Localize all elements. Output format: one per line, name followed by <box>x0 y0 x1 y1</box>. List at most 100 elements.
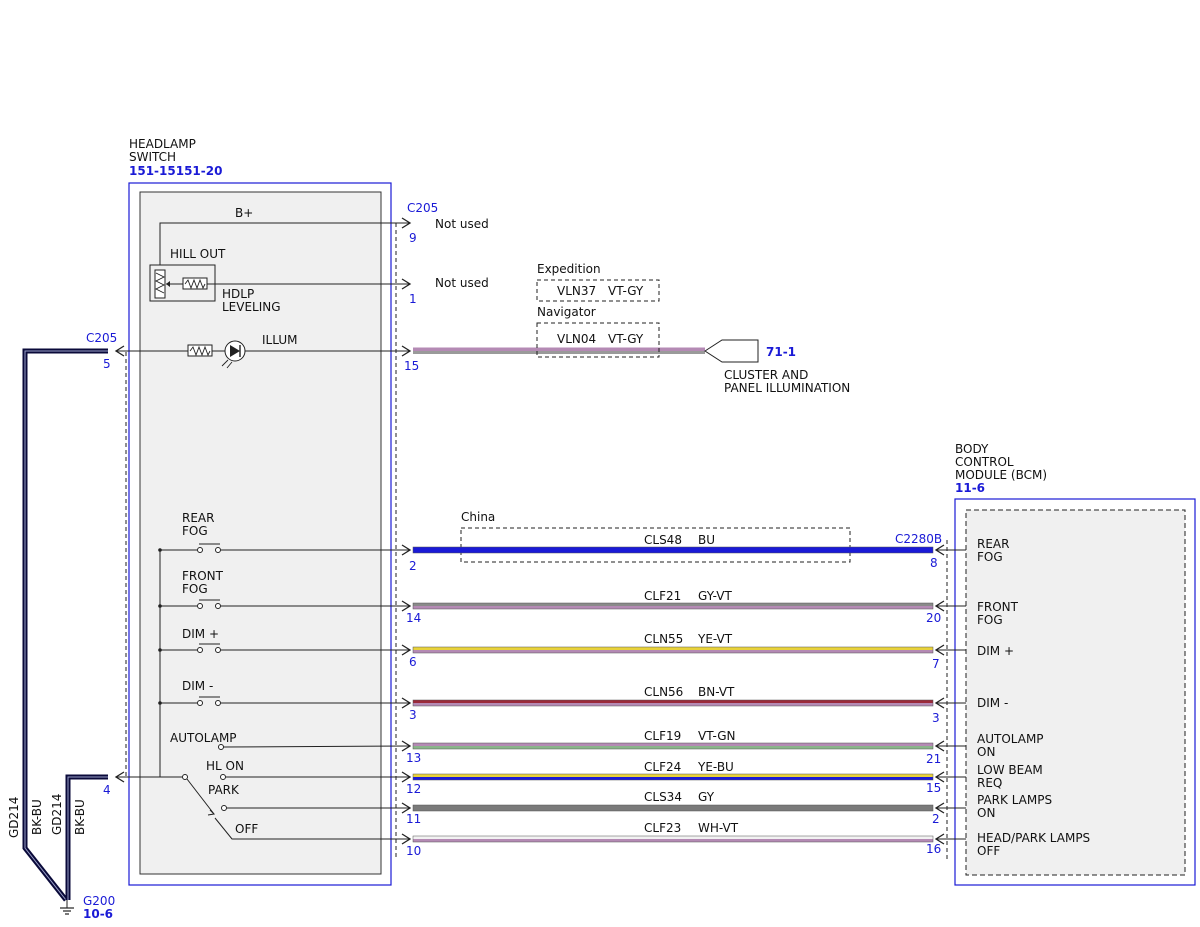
bcm-pin-20: 20 <box>926 611 941 625</box>
ground-wire1-color: BK-BU <box>30 799 44 835</box>
ground-symbol-icon <box>60 900 74 915</box>
wire-cls48 <box>413 547 933 550</box>
ground-wires: GD214 BK-BU GD214 BK-BU G200 10-6 <box>7 348 115 921</box>
wire-clf23-outline <box>412 835 934 843</box>
park-label: PARK <box>208 783 240 797</box>
hill-out-label: HILL OUT <box>170 247 226 261</box>
hdlp-label-2: LEVELING <box>222 300 281 314</box>
bcm-low-beam-2: REQ <box>977 776 1002 790</box>
wire-cls34 <box>413 805 933 808</box>
bcm-rear-fog-2: FOG <box>977 550 1003 564</box>
bcm-dim-minus: DIM - <box>977 696 1008 710</box>
navigator-wire-id: VLN04 <box>557 332 596 346</box>
wire-cls48-stripe <box>413 550 933 553</box>
cluster-ref-link[interactable]: 71-1 <box>766 345 796 359</box>
ground-point-label: G200 <box>83 894 115 908</box>
circuit-2-color: GY-VT <box>698 589 732 603</box>
switch-title-line1: HEADLAMP <box>129 137 196 151</box>
circuit-1-wire: CLS48 <box>644 533 682 547</box>
wire-cls34-outline <box>412 804 934 812</box>
switch-ref-link[interactable]: 151-15151-20 <box>129 164 222 178</box>
cluster-dest-line1: CLUSTER AND <box>724 368 808 382</box>
circuit-7-color: GY <box>698 790 715 804</box>
ground-ref-link[interactable]: 10-6 <box>83 907 113 921</box>
not-used-9-label: Not used <box>435 217 489 231</box>
b-plus-label: B+ <box>235 206 253 220</box>
switch-connector-label: C205 <box>407 201 438 215</box>
circuit-2-wire: CLF21 <box>644 589 681 603</box>
bcm-headpark-2: OFF <box>977 844 1000 858</box>
navigator-label: Navigator <box>537 305 596 319</box>
wire-cln55-stripe <box>413 650 933 653</box>
bcm-park-1: PARK LAMPS <box>977 793 1052 807</box>
bcm-pin-8: 8 <box>930 556 938 570</box>
illum-label: ILLUM <box>262 333 297 347</box>
cluster-dest-line2: PANEL ILLUMINATION <box>724 381 850 395</box>
expedition-label: Expedition <box>537 262 601 276</box>
pin-13-label: 13 <box>406 751 421 765</box>
bcm-pin-7: 7 <box>932 657 940 671</box>
wire-clf24-outline <box>412 773 934 781</box>
navigator-wire-color: VT-GY <box>608 332 644 346</box>
pin-12-label: 12 <box>406 782 421 796</box>
off-label: OFF <box>235 822 258 836</box>
offpage-connector-icon <box>704 339 759 363</box>
circuit-3-color: YE-VT <box>697 632 733 646</box>
wire-cls48-outline <box>412 546 934 554</box>
bcm-title-line2: CONTROL <box>955 455 1014 469</box>
china-label: China <box>461 510 495 524</box>
pin-15-label: 15 <box>404 359 419 373</box>
wire-cln55-outline <box>412 646 934 654</box>
bcm-ref-link[interactable]: 11-6 <box>955 481 985 495</box>
circuit-6-color: YE-BU <box>697 760 734 774</box>
ground-wire2-id: GD214 <box>50 794 64 835</box>
pin-2-label: 2 <box>409 559 417 573</box>
front-fog-label-1: FRONT <box>182 569 224 583</box>
bcm-pin-2: 2 <box>932 812 940 826</box>
wire-cln55 <box>413 647 933 650</box>
circuit-5-wire: CLF19 <box>644 729 681 743</box>
pin-3-label: 3 <box>409 708 417 722</box>
switch-title-line2: SWITCH <box>129 150 176 164</box>
bcm-pin-21: 21 <box>926 752 941 766</box>
ground-wire-gd214-b <box>65 774 108 900</box>
bcm-front-fog-1: FRONT <box>977 600 1019 614</box>
expedition-wire-color: VT-GY <box>608 284 644 298</box>
circuit-labels: CLS48 BU CLF21 GY-VT CLN55 YE-VT CLN56 B… <box>644 533 739 835</box>
wire-clf23-stripe <box>413 839 933 842</box>
bcm-inner-box <box>965 509 1186 876</box>
b-plus-circuit: B+ 9 Not used <box>159 206 489 300</box>
hdlp-leveling-circuit: HILL OUT HDLP LEVELING 1 Not used <box>149 247 489 314</box>
pin-14-label: 14 <box>406 611 421 625</box>
bcm-rear-fog-1: REAR <box>977 537 1009 551</box>
pin-6-label: 6 <box>409 655 417 669</box>
wire-cln56 <box>413 700 933 703</box>
bcm-component: BODY CONTROL MODULE (BCM) 11-6 C2280B RE… <box>895 442 1196 886</box>
bcm-title-line1: BODY <box>955 442 989 456</box>
circuit-3-wire: CLN55 <box>644 632 683 646</box>
switch-pin-arrows <box>401 544 412 845</box>
bcm-pin-3: 3 <box>932 711 940 725</box>
wire-clf21 <box>413 603 933 606</box>
bcm-dim-plus: DIM + <box>977 644 1014 658</box>
bcm-headpark-1: HEAD/PARK LAMPS <box>977 831 1090 845</box>
ground-wire2-color: BK-BU <box>73 799 87 835</box>
ground-pin-5-label: 5 <box>103 357 111 371</box>
china-box <box>460 527 851 563</box>
ground-wire-a-stripe <box>24 350 108 901</box>
pin-1-label: 1 <box>409 292 417 306</box>
pin-9-label: 9 <box>409 231 417 245</box>
navigator-box <box>536 322 660 358</box>
circuit-4-wire: CLN56 <box>644 685 683 699</box>
front-fog-switch: FRONT FOG <box>158 569 410 609</box>
wire-clf19 <box>413 743 933 746</box>
wire-cln56-stripe <box>413 703 933 706</box>
bcm-park-2: ON <box>977 806 995 820</box>
rear-fog-label-2: FOG <box>182 524 208 538</box>
pin-11-label: 11 <box>406 812 421 826</box>
ground-wire1-id: GD214 <box>7 797 21 838</box>
dim-plus-switch: DIM + <box>158 627 410 653</box>
illum-wire-stripe <box>413 351 705 354</box>
expedition-wire-id: VLN37 <box>557 284 596 298</box>
